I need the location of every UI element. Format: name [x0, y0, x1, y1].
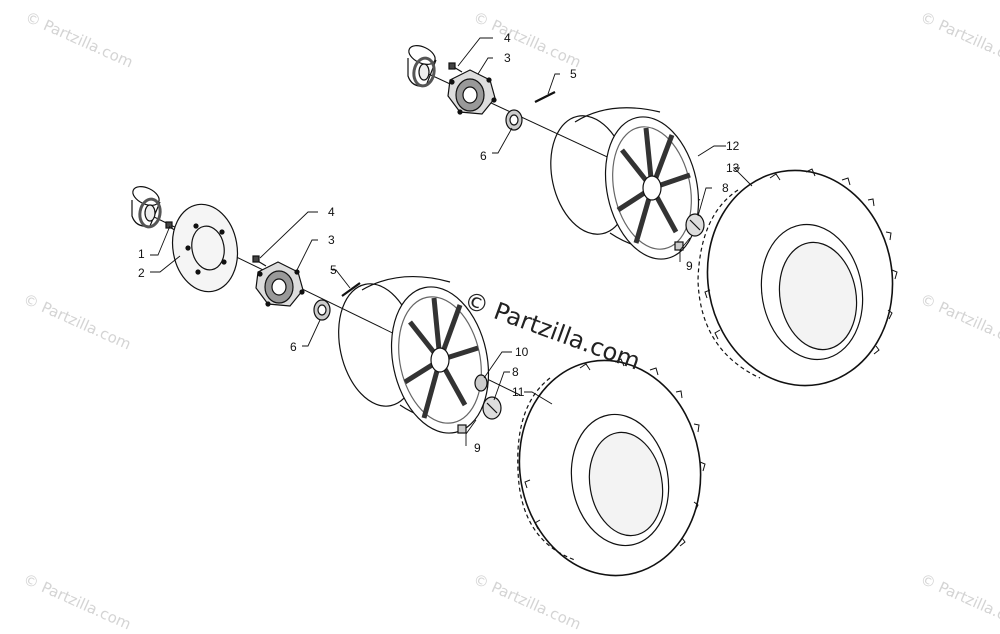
callout-9-lower: 9	[474, 441, 481, 455]
lower-tire	[517, 358, 706, 577]
upper-bolt	[448, 62, 463, 73]
callout-8-lower: 8	[512, 365, 519, 379]
upper-center-cap	[685, 213, 705, 237]
callout-6-upper: 6	[480, 149, 487, 163]
lower-bearing	[131, 186, 162, 229]
lower-rim	[338, 275, 490, 434]
callout-5-upper: 5	[570, 67, 577, 81]
callout-4-upper: 4	[504, 31, 511, 45]
callout-10: 10	[515, 345, 529, 359]
callout-4-lower: 4	[328, 205, 335, 219]
leader-lines	[150, 37, 753, 446]
lower-valve	[457, 424, 467, 434]
callout-6-lower: 6	[290, 340, 297, 354]
lower-center-cap	[482, 396, 502, 420]
upper-hub	[447, 69, 497, 115]
callout-9-upper: 9	[686, 259, 693, 273]
callout-3-upper: 3	[504, 51, 511, 65]
upper-rim	[550, 107, 700, 260]
callout-12: 12	[726, 139, 740, 153]
upper-nut	[505, 109, 523, 131]
callout-1: 1	[138, 247, 145, 261]
lower-bolt	[252, 255, 267, 267]
callout-8-upper: 8	[722, 181, 729, 195]
upper-valve	[674, 241, 684, 251]
callout-5-lower: 5	[330, 263, 337, 277]
brake-disc	[171, 203, 239, 293]
lower-hub	[255, 261, 305, 307]
callout-3-lower: 3	[328, 233, 335, 247]
callout-2: 2	[138, 266, 145, 280]
upper-cotter-pin	[534, 91, 556, 103]
callout-13: 13	[726, 161, 740, 175]
lower-nut	[313, 299, 331, 321]
callout-11: 11	[512, 385, 525, 399]
lower-cotter-pin	[341, 282, 361, 297]
upper-bearing	[407, 45, 437, 88]
lug-nut	[474, 374, 488, 392]
upper-tire	[697, 168, 898, 387]
